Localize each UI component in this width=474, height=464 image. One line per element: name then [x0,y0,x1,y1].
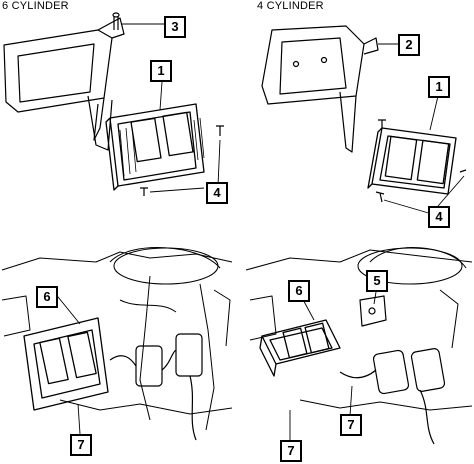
pcm-module-4cyl [367,127,457,195]
leader-1-left [159,81,163,111]
leader-7-left [77,403,81,435]
leader-6-left [53,291,81,325]
callout-7-right-b: 7 [340,414,362,436]
pcm-installed-6cyl [23,317,109,411]
callout-4-right: 4 [428,206,450,228]
section-title-4-cylinder: 4 CYLINDER [257,0,324,12]
pcm-module-6cyl [105,103,205,191]
section-title-6-cylinder: 6 CYLINDER [2,0,69,12]
callout-5: 5 [366,270,388,292]
pcm-screws-6cyl [140,125,224,196]
leader-1-right [429,95,439,131]
wiring-connectors-6cyl [109,333,203,441]
callout-6-right: 6 [288,280,310,302]
callout-4-left: 4 [206,182,228,204]
bracket-stud-6cyl [112,12,120,30]
callout-6-left: 6 [36,286,58,308]
callout-7-right-a: 7 [280,440,302,462]
mount-bracket-installed-4cyl [359,295,387,327]
callout-3: 3 [164,16,186,38]
engine-bay-6cyl [1,247,233,431]
mounting-bracket-4cyl [261,25,379,153]
leader-4-left [149,139,221,193]
mounting-bracket-6cyl [3,17,125,151]
callout-1-right: 1 [428,76,450,98]
leader-5 [373,291,377,305]
callout-1-left: 1 [150,60,172,82]
callout-2: 2 [398,34,420,56]
wiring-connectors-4cyl [339,348,446,445]
leader-4-right [383,175,465,215]
engine-bay-4cyl [245,247,473,411]
callout-7-left: 7 [70,434,92,456]
leader-7-right-b [349,385,353,417]
pcm-screws-4cyl [375,119,467,203]
pcm-installed-4cyl [259,319,341,377]
